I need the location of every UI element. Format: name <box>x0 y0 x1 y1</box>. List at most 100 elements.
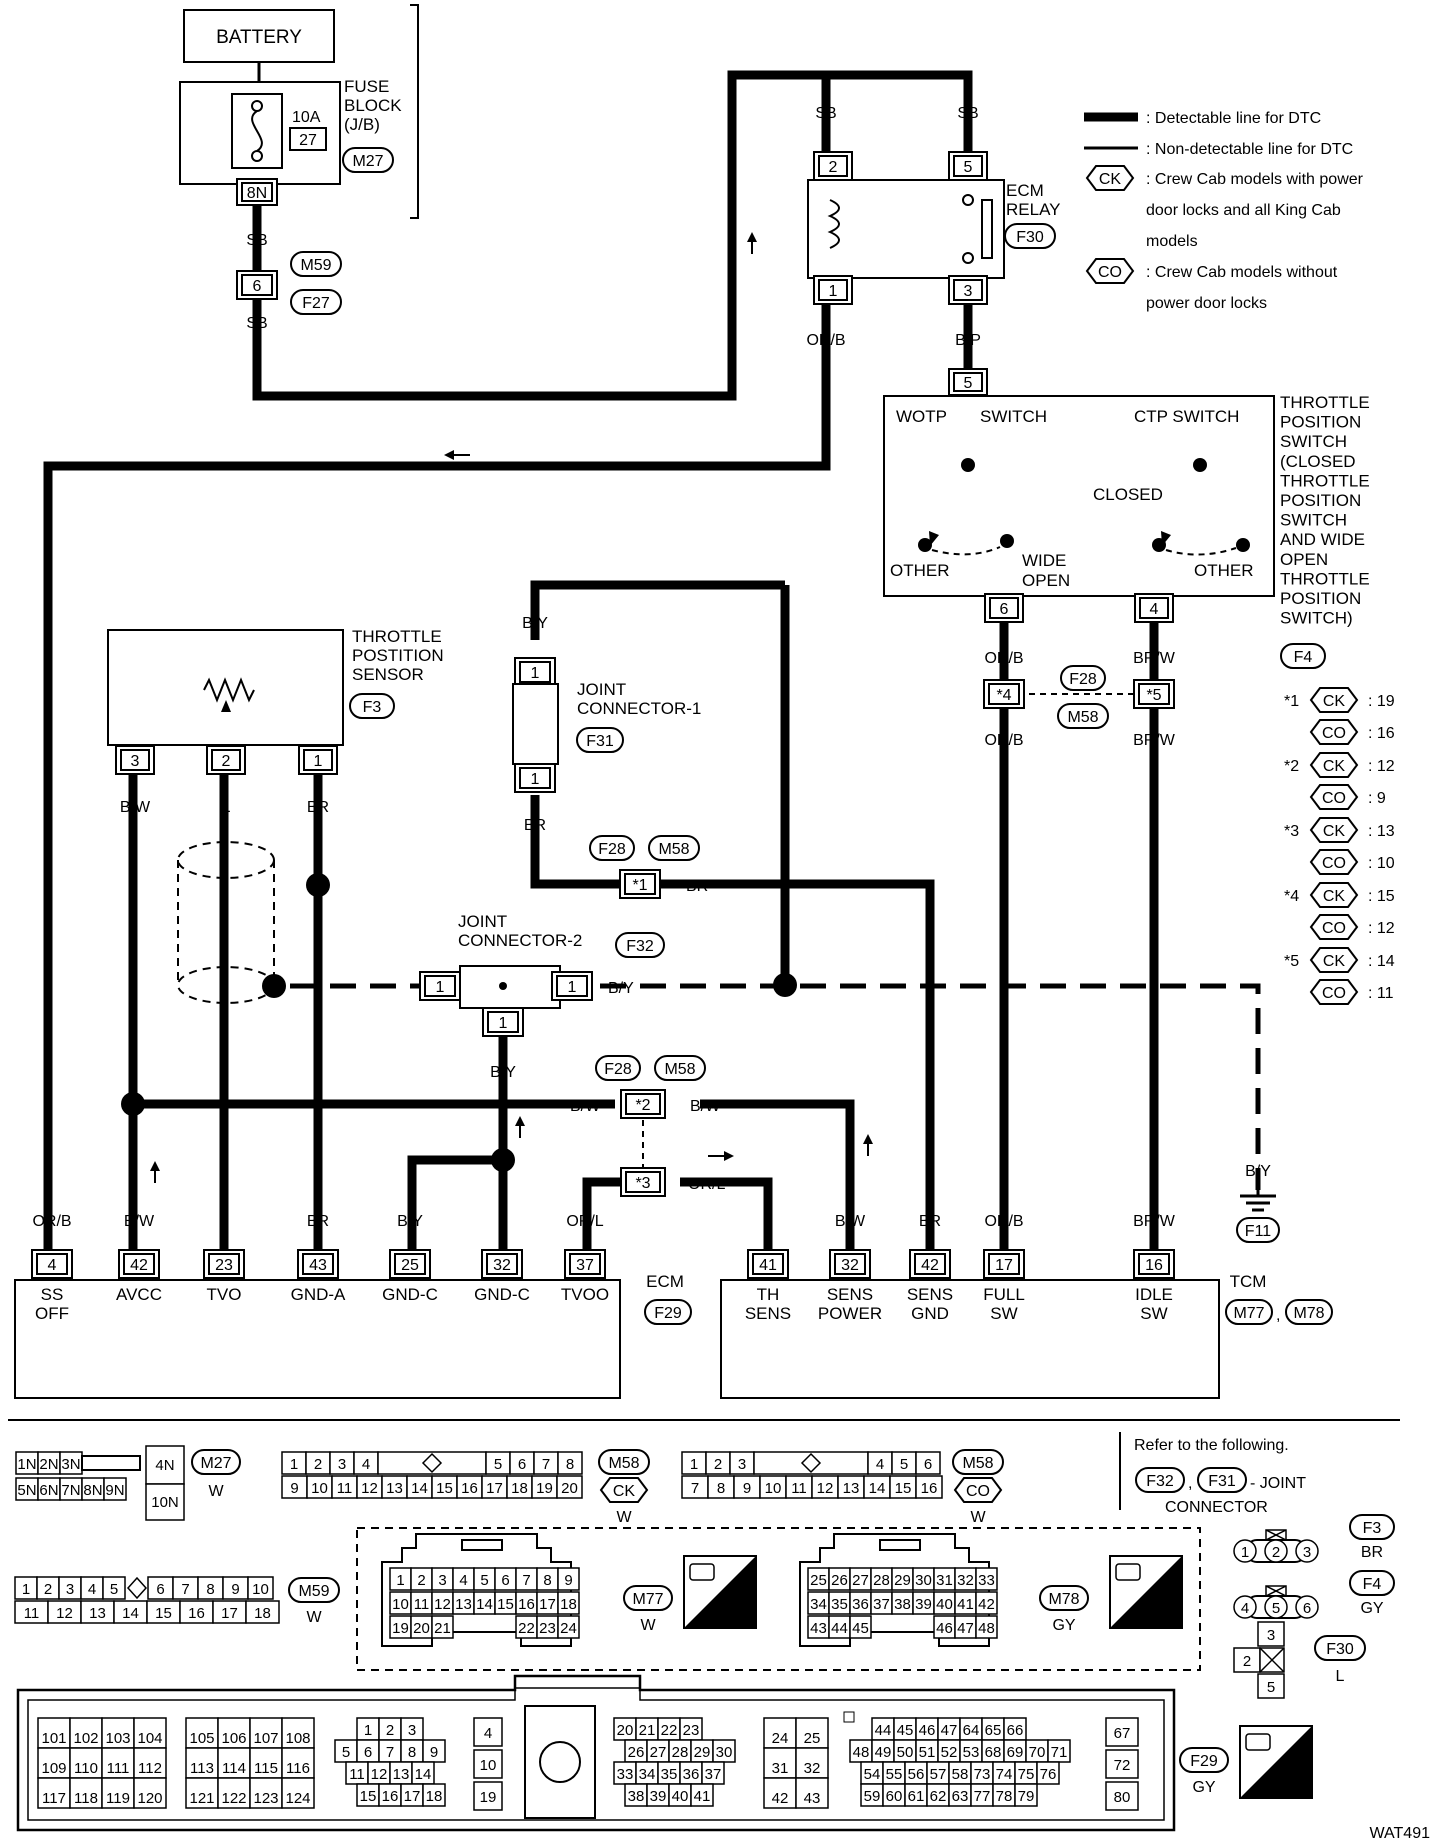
pin-cell <box>557 1451 583 1475</box>
label: B/Y <box>608 980 634 997</box>
pin-cell <box>1105 1717 1139 1747</box>
label: 1 <box>1241 1544 1249 1561</box>
terminal-number: *5 <box>1146 687 1161 704</box>
pin-number: 29 <box>894 1572 911 1589</box>
terminal <box>302 1253 334 1275</box>
pin-number: 61 <box>908 1788 925 1805</box>
pin-cell <box>1105 1749 1139 1779</box>
pin-number: 8N <box>83 1482 102 1499</box>
label: AVCC <box>116 1285 162 1304</box>
switch-pivot <box>961 458 975 472</box>
or-l-wire-tvoo <box>582 1177 622 1250</box>
connector-tag-text: F28 <box>1069 671 1097 688</box>
label: W <box>640 1617 656 1634</box>
terminal-number: 3 <box>964 283 973 300</box>
pin-cell <box>795 1777 829 1809</box>
pin-cell <box>1233 1595 1257 1619</box>
pin-number: 110 <box>74 1760 98 1777</box>
connector-tag <box>1004 223 1056 249</box>
label: GND-C <box>382 1285 438 1304</box>
pin-number: 5 <box>342 1744 350 1761</box>
pin-number: 1 <box>22 1581 30 1598</box>
pin-number: 3N <box>61 1456 80 1473</box>
terminal-number: 42 <box>130 1257 148 1274</box>
pin-number: 102 <box>73 1730 98 1747</box>
pin-number: 11 <box>414 1596 430 1613</box>
pin-number: 50 <box>897 1744 914 1761</box>
connector-tag <box>1197 1467 1247 1493</box>
label: : 12 <box>1368 758 1395 775</box>
connector-tag <box>1179 1747 1229 1773</box>
label: 10A <box>292 109 321 126</box>
pin-number: 6 <box>924 1456 932 1473</box>
pin-number: 6 <box>501 1572 509 1589</box>
pin-number: 59 <box>864 1788 881 1805</box>
label: FULL <box>983 1285 1025 1304</box>
pin-number: 2 <box>314 1456 322 1473</box>
terminal-number: 1 <box>499 1015 508 1032</box>
model-code-tag <box>599 1477 649 1503</box>
connector-tag <box>576 727 624 753</box>
pin-number: 58 <box>952 1766 969 1783</box>
terminal-number: 17 <box>995 1257 1013 1274</box>
label: : 10 <box>1368 855 1395 872</box>
pin-number: 54 <box>864 1766 881 1783</box>
terminal <box>953 372 983 392</box>
model-code-tag <box>1085 258 1135 284</box>
terminal <box>208 1253 240 1275</box>
pin-cell <box>69 1717 103 1749</box>
pin-number: 48 <box>853 1744 870 1761</box>
pin-number: 34 <box>810 1596 827 1613</box>
pin-number: 45 <box>852 1620 869 1637</box>
connector-tag-text: F32 <box>1146 1473 1174 1490</box>
b-y-shield-wire <box>560 983 1261 1190</box>
pin-number: 36 <box>683 1766 700 1783</box>
pin-number: 52 <box>941 1744 958 1761</box>
label: , <box>1188 1475 1192 1492</box>
fuse-terminal <box>251 150 263 162</box>
pin-number: 9 <box>430 1744 438 1761</box>
battery <box>183 9 335 63</box>
terminal <box>953 155 983 177</box>
signal-arrow-head <box>515 1116 525 1126</box>
label: 72 <box>1114 1757 1131 1774</box>
model-code-tag <box>1309 752 1359 778</box>
terminal <box>241 182 273 202</box>
pin-number: 15 <box>155 1605 172 1622</box>
relay-contact <box>962 252 974 264</box>
label: - JOINT <box>1250 1475 1306 1492</box>
label: 4 <box>1241 1600 1249 1617</box>
pin-cell <box>103 1477 127 1501</box>
pin-number: 101 <box>41 1730 66 1747</box>
connector-tag-text: M78 <box>1293 1305 1324 1322</box>
pin-cell <box>249 1777 283 1809</box>
connector-key <box>800 1452 822 1474</box>
connector-key <box>461 1539 503 1551</box>
label: POSTITION <box>352 646 444 665</box>
terminal-number: *3 <box>635 1175 650 1192</box>
pin-number: 14 <box>415 1766 432 1783</box>
pin-number: 103 <box>105 1730 130 1747</box>
pin-cell <box>133 1777 167 1809</box>
label: OFF <box>35 1304 69 1323</box>
model-code-tag-text: CK <box>1099 171 1122 188</box>
label: B/Y <box>397 1213 423 1230</box>
pin-number: 11 <box>24 1605 40 1622</box>
pin-number: 16 <box>188 1605 205 1622</box>
label: CONNECTOR <box>1165 1499 1268 1516</box>
label: B/W <box>120 799 151 816</box>
pin-number: 1 <box>364 1722 372 1739</box>
signal-arrow-head <box>863 1134 873 1144</box>
label: (J/B) <box>344 115 380 134</box>
pin-number: 46 <box>936 1620 953 1637</box>
connector-tag <box>1057 703 1109 729</box>
pin-number: 116 <box>286 1760 310 1777</box>
terminal <box>241 274 273 296</box>
label: BR/W <box>1133 1213 1176 1230</box>
pin-number: 37 <box>705 1766 722 1783</box>
label: THROTTLE <box>1280 393 1370 412</box>
label: BR/W <box>1133 650 1176 667</box>
terminal-number: 37 <box>576 1257 594 1274</box>
connector-tag-text: M58 <box>1067 709 1098 726</box>
terminal <box>123 1253 155 1275</box>
